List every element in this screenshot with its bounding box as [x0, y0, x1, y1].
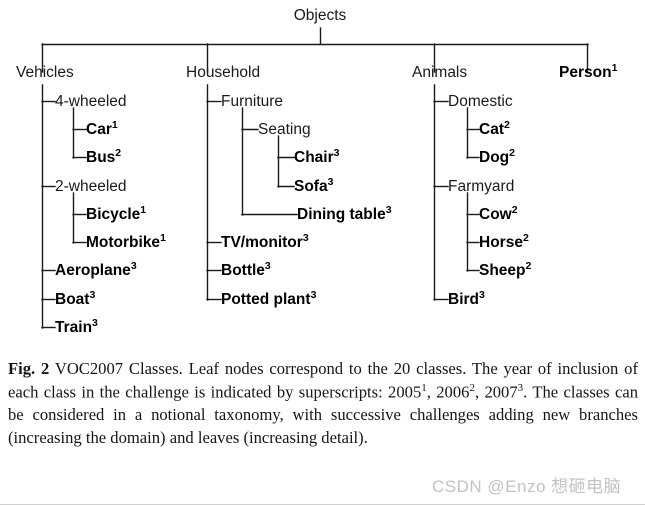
node-cat: Cat2	[479, 119, 510, 138]
node-aeroplane: Aeroplane3	[55, 260, 137, 279]
node-animals: Animals	[412, 64, 467, 81]
node-superscript: 1	[160, 232, 166, 244]
caption-superscript-2: 2	[469, 381, 475, 394]
node-four_wheeled: 4-wheeled	[55, 93, 127, 110]
node-boat: Boat3	[55, 289, 95, 308]
node-label-text: Dog	[479, 149, 509, 166]
node-superscript: 3	[328, 176, 334, 188]
node-label-text: Aeroplane	[55, 262, 131, 279]
node-household: Household	[186, 64, 260, 81]
node-bus: Bus2	[86, 147, 121, 166]
node-label-text: Person	[559, 64, 612, 81]
node-superscript: 3	[311, 289, 317, 301]
figure-caption: Fig. 2 VOC2007 Classes. Leaf nodes corre…	[8, 358, 638, 450]
node-bottle: Bottle3	[221, 260, 271, 279]
figure-number: Fig. 2	[8, 359, 50, 378]
node-label-text: Sofa	[294, 178, 328, 195]
node-label-text: Cow	[479, 206, 513, 223]
node-label-text: Seating	[258, 121, 311, 138]
node-label-text: Bottle	[221, 262, 265, 279]
node-car: Car1	[86, 119, 118, 138]
csdn-watermark: CSDN @Enzo 想砸电脑	[432, 477, 622, 496]
caption-segment-4: . The classes can be considered in a not…	[8, 382, 639, 448]
node-domestic: Domestic	[448, 93, 513, 110]
caption-superscript-3: 3	[517, 381, 524, 394]
node-train: Train3	[55, 317, 98, 336]
edges-vehicles	[41, 84, 87, 329]
node-superscript: 1	[612, 62, 618, 74]
node-superscript: 3	[131, 260, 137, 272]
node-label-text: Motorbike	[86, 234, 160, 251]
node-vehicles: Vehicles	[16, 64, 74, 81]
node-label-group: Vehicles4-wheeledCar1Bus22-wheeledBicycl…	[16, 62, 618, 336]
node-motorbike: Motorbike1	[86, 232, 166, 251]
node-label-text: Train	[55, 319, 92, 336]
node-superscript: 3	[89, 289, 95, 301]
node-label-text: Household	[186, 64, 260, 81]
caption-segment-2: , 2006	[426, 382, 470, 402]
caption-superscript-1: 1	[421, 381, 427, 394]
node-label-text: 2-wheeled	[55, 178, 127, 195]
node-label-text: Sheep	[479, 262, 526, 279]
node-label-text: 4-wheeled	[55, 93, 127, 110]
node-label-text: Furniture	[221, 93, 283, 110]
node-superscript: 2	[504, 119, 510, 131]
node-seating: Seating	[258, 121, 311, 138]
edges-household	[206, 84, 298, 301]
node-label-text: Horse	[479, 234, 523, 251]
caption-segment-1: VOC2007 Classes. Leaf nodes correspond t…	[8, 359, 638, 402]
node-label-text: TV/monitor	[221, 234, 303, 251]
node-label-text: Car	[86, 121, 112, 138]
node-superscript: 1	[112, 119, 118, 131]
node-bird: Bird3	[448, 289, 485, 308]
node-label-text: Chair	[294, 149, 334, 166]
caption-segment-3: , 2007	[474, 382, 518, 402]
node-objects: Objects	[294, 7, 347, 24]
node-superscript: 3	[265, 260, 271, 272]
node-superscript: 3	[479, 289, 485, 301]
node-label-text: Boat	[55, 291, 89, 308]
node-sheep: Sheep2	[479, 260, 532, 279]
node-superscript: 3	[303, 232, 309, 244]
node-superscript: 2	[526, 260, 532, 272]
node-bicycle: Bicycle1	[86, 204, 146, 223]
taxonomy-tree-svg: Objects Vehicles4-wheeledCar1Bus22-wheel…	[16, 7, 618, 336]
node-farmyard: Farmyard	[448, 178, 514, 195]
node-superscript: 2	[509, 147, 515, 159]
node-label-text: Dining table	[297, 206, 386, 223]
node-label-text: Bicycle	[86, 206, 141, 223]
node-cow: Cow2	[479, 204, 518, 223]
node-label-text: Potted plant	[221, 291, 311, 308]
node-dining_table: Dining table3	[297, 204, 392, 223]
node-label-text: Farmyard	[448, 178, 514, 195]
node-label-text: Domestic	[448, 93, 513, 110]
node-potted_plant: Potted plant3	[221, 289, 317, 308]
node-dog: Dog2	[479, 147, 515, 166]
node-superscript: 3	[386, 204, 392, 216]
node-superscript: 2	[523, 232, 529, 244]
node-superscript: 2	[512, 204, 518, 216]
node-label-text: Vehicles	[16, 64, 74, 81]
node-label-text: Bird	[448, 291, 479, 308]
node-superscript: 3	[92, 317, 98, 329]
node-two_wheeled: 2-wheeled	[55, 178, 127, 195]
node-superscript: 3	[334, 147, 340, 159]
node-label-text: Bus	[86, 149, 115, 166]
node-label-text: Animals	[412, 64, 467, 81]
node-horse: Horse2	[479, 232, 529, 251]
node-superscript: 1	[140, 204, 146, 216]
node-superscript: 2	[115, 147, 121, 159]
node-person: Person1	[559, 62, 618, 81]
node-label-text: Cat	[479, 121, 504, 138]
node-sofa: Sofa3	[294, 176, 334, 195]
node-tv_monitor: TV/monitor3	[221, 232, 309, 251]
node-furniture: Furniture	[221, 93, 283, 110]
edges-root	[41, 27, 589, 73]
edges-animals	[433, 84, 480, 301]
node-chair: Chair3	[294, 147, 340, 166]
